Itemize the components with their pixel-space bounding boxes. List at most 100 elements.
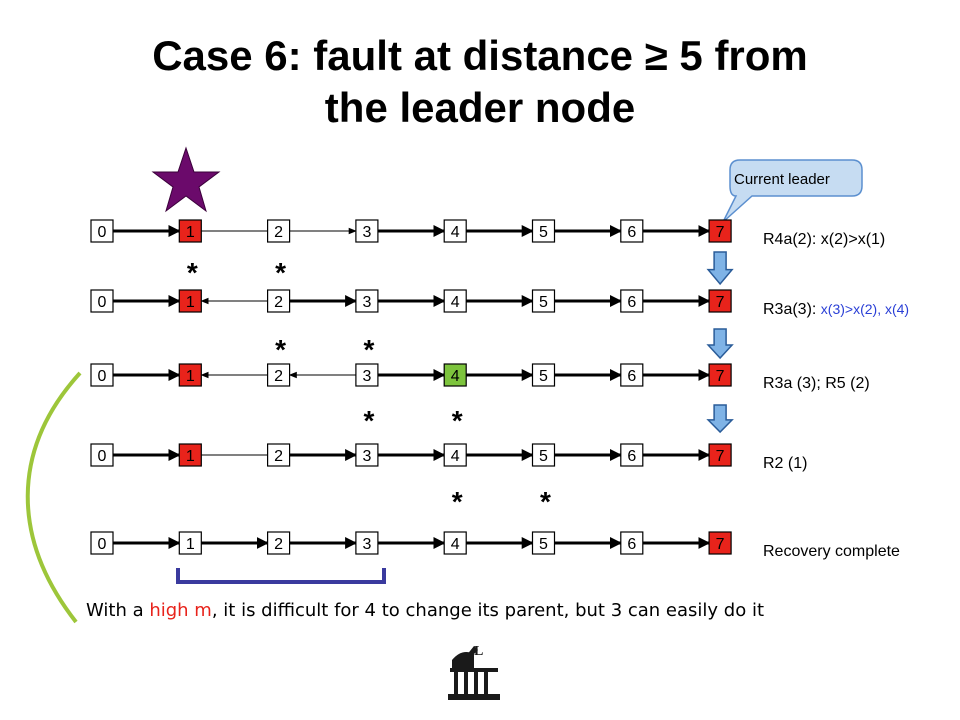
node-box — [708, 531, 732, 555]
node-box — [178, 363, 202, 387]
row-label-part: x(3)>x(2), x(4) — [821, 301, 909, 317]
node-label: 4 — [451, 294, 460, 311]
node-box — [355, 289, 379, 313]
node-0: 0 — [90, 443, 114, 467]
node-box — [443, 219, 467, 243]
university-logo-icon: L — [448, 644, 500, 700]
node-label: 5 — [539, 224, 548, 241]
node-box — [443, 289, 467, 313]
node-1: 1 — [178, 363, 202, 387]
node-1: 1 — [178, 443, 202, 467]
title-line-2: the leader node — [324, 84, 636, 131]
node-label: 6 — [627, 368, 636, 385]
node-box — [443, 531, 467, 555]
privilege-star: * — [452, 486, 463, 517]
node-label: 0 — [98, 224, 107, 241]
node-4: 4 — [443, 531, 467, 555]
node-label: 3 — [362, 536, 371, 553]
node-box — [90, 289, 114, 313]
node-0: 0 — [90, 363, 114, 387]
down-arrow-icon — [706, 251, 734, 286]
node-3: 3 — [355, 531, 379, 555]
down-arrow-icon — [706, 328, 734, 360]
node-label: 3 — [362, 224, 371, 241]
node-7: 7 — [708, 443, 732, 467]
callout-text: Current leader — [734, 171, 830, 188]
node-label: 7 — [716, 224, 725, 241]
node-box — [178, 289, 202, 313]
node-label: 0 — [98, 294, 107, 311]
node-box — [355, 531, 379, 555]
node-label: 7 — [716, 368, 725, 385]
node-box — [443, 443, 467, 467]
node-7: 7 — [708, 289, 732, 313]
node-box — [708, 219, 732, 243]
node-label: 1 — [186, 448, 195, 465]
row-label-4: Recovery complete — [763, 543, 900, 560]
node-label: 2 — [274, 536, 283, 553]
node-box — [531, 219, 556, 243]
node-label: 3 — [362, 294, 371, 311]
node-label: 3 — [362, 448, 371, 465]
node-label: 0 — [98, 536, 107, 553]
node-4: 4 — [443, 363, 467, 387]
node-2: 2 — [267, 219, 291, 243]
node-5: 5 — [531, 443, 556, 467]
privilege-star: * — [275, 257, 286, 288]
node-4: 4 — [443, 289, 467, 313]
node-box — [178, 443, 202, 467]
row-label-1: R3a(3): x(3)>x(2), x(4) — [763, 301, 909, 318]
node-label: 3 — [362, 368, 371, 385]
node-label: 5 — [539, 448, 548, 465]
node-box — [355, 363, 379, 387]
node-3: 3 — [355, 443, 379, 467]
connecting-curve — [25, 371, 82, 624]
node-0: 0 — [90, 531, 114, 555]
node-box — [90, 219, 114, 243]
row-label-part: R2 (1) — [763, 455, 807, 472]
node-label: 5 — [539, 294, 548, 311]
node-label: 5 — [539, 536, 548, 553]
fault-star-icon — [151, 146, 221, 213]
bracket-nodes-1-3 — [176, 568, 386, 584]
caption-highlight: high m — [149, 600, 212, 621]
node-box — [178, 219, 202, 243]
node-6: 6 — [620, 363, 644, 387]
node-box — [178, 531, 202, 555]
privilege-star: * — [540, 486, 551, 517]
row-label-part: R3a(3): — [763, 301, 821, 318]
node-6: 6 — [620, 443, 644, 467]
node-box — [708, 443, 732, 467]
node-box — [531, 289, 556, 313]
node-label: 0 — [98, 448, 107, 465]
node-5: 5 — [531, 531, 556, 555]
node-label: 6 — [627, 536, 636, 553]
transition-arrows — [706, 251, 734, 434]
node-label: 2 — [274, 224, 283, 241]
node-box — [620, 289, 644, 313]
node-box — [620, 443, 644, 467]
node-box — [267, 363, 291, 387]
node-7: 7 — [708, 219, 732, 243]
node-2: 2 — [267, 363, 291, 387]
node-box — [355, 443, 379, 467]
node-4: 4 — [443, 443, 467, 467]
node-row-2: 0 1 2 3 4 5 6 7 — [90, 363, 732, 387]
node-box — [90, 531, 114, 555]
node-label: 1 — [186, 294, 195, 311]
node-5: 5 — [531, 363, 556, 387]
current-leader-callout: Current leader — [722, 159, 863, 223]
node-3: 3 — [355, 219, 379, 243]
node-label: 4 — [451, 448, 460, 465]
node-2: 2 — [267, 289, 291, 313]
node-3: 3 — [355, 363, 379, 387]
privilege-star: * — [275, 334, 286, 365]
row-label-part: Recovery complete — [763, 543, 900, 560]
node-6: 6 — [620, 219, 644, 243]
node-label: 4 — [451, 368, 460, 385]
node-1: 1 — [178, 289, 202, 313]
node-label: 0 — [98, 368, 107, 385]
